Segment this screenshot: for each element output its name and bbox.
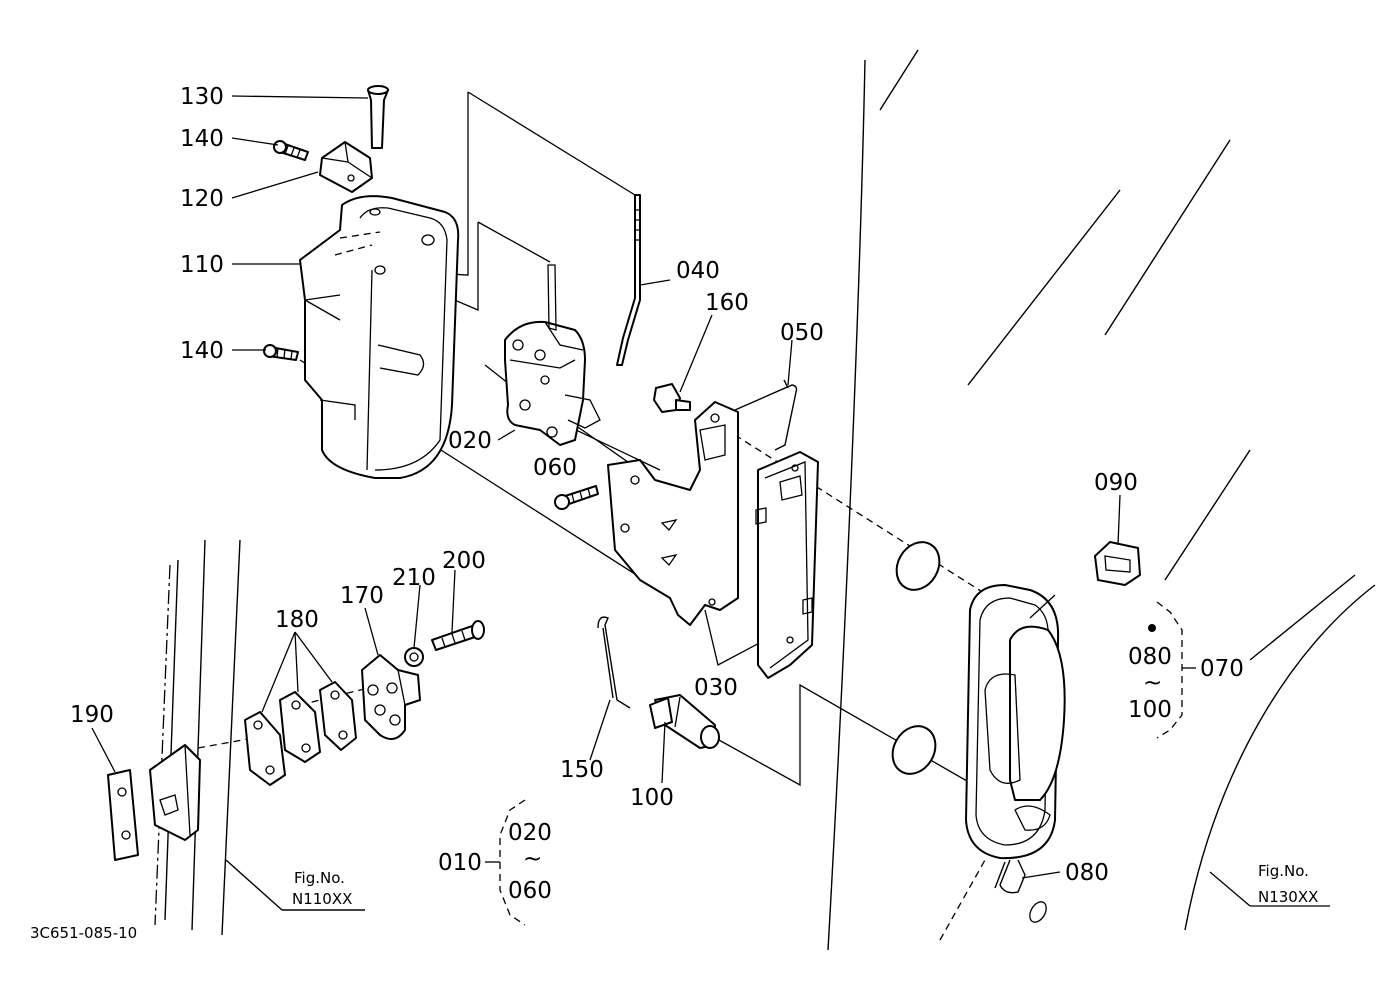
plate-170 bbox=[361, 654, 421, 740]
label-120: 120 bbox=[180, 186, 224, 212]
label-140-top: 140 bbox=[180, 126, 224, 152]
label-160: 160 bbox=[705, 290, 749, 316]
label-100-range: 100 bbox=[1128, 697, 1172, 723]
range-tilde-070: ~ bbox=[1143, 670, 1162, 696]
bolt-160 bbox=[653, 383, 691, 413]
left-frame-lines bbox=[154, 539, 365, 936]
label-010: 010 bbox=[438, 850, 482, 876]
figure-references: Fig.No. N110XX Fig.No. N130XX 3C651-085-… bbox=[30, 862, 1318, 942]
label-080-bottom: 080 bbox=[1065, 860, 1109, 886]
fig-ref-left-title: Fig.No. bbox=[294, 869, 345, 887]
cylinder-100 bbox=[649, 694, 720, 749]
clip-080 bbox=[994, 859, 1047, 923]
range-tilde-010: ~ bbox=[523, 846, 542, 872]
part-labels: 130 140 120 110 140 020 040 160 050 060 … bbox=[70, 84, 1244, 904]
cover-110 bbox=[299, 195, 460, 479]
label-leaders bbox=[91, 95, 1330, 907]
back-plate-030 bbox=[755, 451, 819, 679]
door-panel-outline bbox=[827, 49, 1376, 951]
bracket-030 bbox=[607, 401, 739, 626]
label-060: 060 bbox=[533, 455, 577, 481]
label-030: 030 bbox=[694, 675, 738, 701]
striker-bracket bbox=[149, 744, 201, 841]
label-190: 190 bbox=[70, 702, 114, 728]
fig-ref-right-number: N130XX bbox=[1258, 888, 1318, 906]
label-020-range: 020 bbox=[508, 820, 552, 846]
label-070: 070 bbox=[1200, 656, 1244, 682]
washer-210 bbox=[404, 647, 424, 667]
range-bracket-010 bbox=[485, 799, 526, 926]
label-150: 150 bbox=[560, 757, 604, 783]
seal-090 bbox=[1094, 541, 1141, 586]
diagram-id: 3C651-085-10 bbox=[30, 924, 137, 942]
spring-150 bbox=[597, 616, 631, 709]
label-180: 180 bbox=[275, 607, 319, 633]
range-bracket-070 bbox=[1156, 601, 1196, 739]
label-130: 130 bbox=[180, 84, 224, 110]
handle-070 bbox=[965, 584, 1156, 860]
bolt-200 bbox=[431, 620, 485, 651]
screw-140-top bbox=[273, 140, 309, 161]
screw-140-lower bbox=[263, 344, 299, 361]
label-170: 170 bbox=[340, 583, 384, 609]
label-110: 110 bbox=[180, 252, 224, 278]
shims-180 bbox=[244, 681, 357, 786]
label-100: 100 bbox=[630, 785, 674, 811]
label-080-range: 080 bbox=[1128, 644, 1172, 670]
lock-body-020 bbox=[504, 264, 601, 446]
label-020: 020 bbox=[448, 428, 492, 454]
spring-050 bbox=[734, 379, 798, 451]
fig-ref-right-title: Fig.No. bbox=[1258, 862, 1309, 880]
fig-ref-left-number: N110XX bbox=[292, 890, 352, 908]
block-120 bbox=[319, 141, 373, 193]
assembly-leader-lines bbox=[197, 91, 1001, 801]
label-140-lower: 140 bbox=[180, 338, 224, 364]
screw-060 bbox=[554, 485, 599, 510]
label-040: 040 bbox=[676, 258, 720, 284]
label-090: 090 bbox=[1094, 470, 1138, 496]
label-210: 210 bbox=[392, 565, 436, 591]
label-200: 200 bbox=[442, 548, 486, 574]
label-050: 050 bbox=[780, 320, 824, 346]
striker-190 bbox=[107, 769, 139, 861]
bolt-130 bbox=[367, 85, 389, 149]
gasket-ovals bbox=[891, 541, 941, 775]
label-060-range: 060 bbox=[508, 878, 552, 904]
rod-040 bbox=[616, 194, 641, 366]
